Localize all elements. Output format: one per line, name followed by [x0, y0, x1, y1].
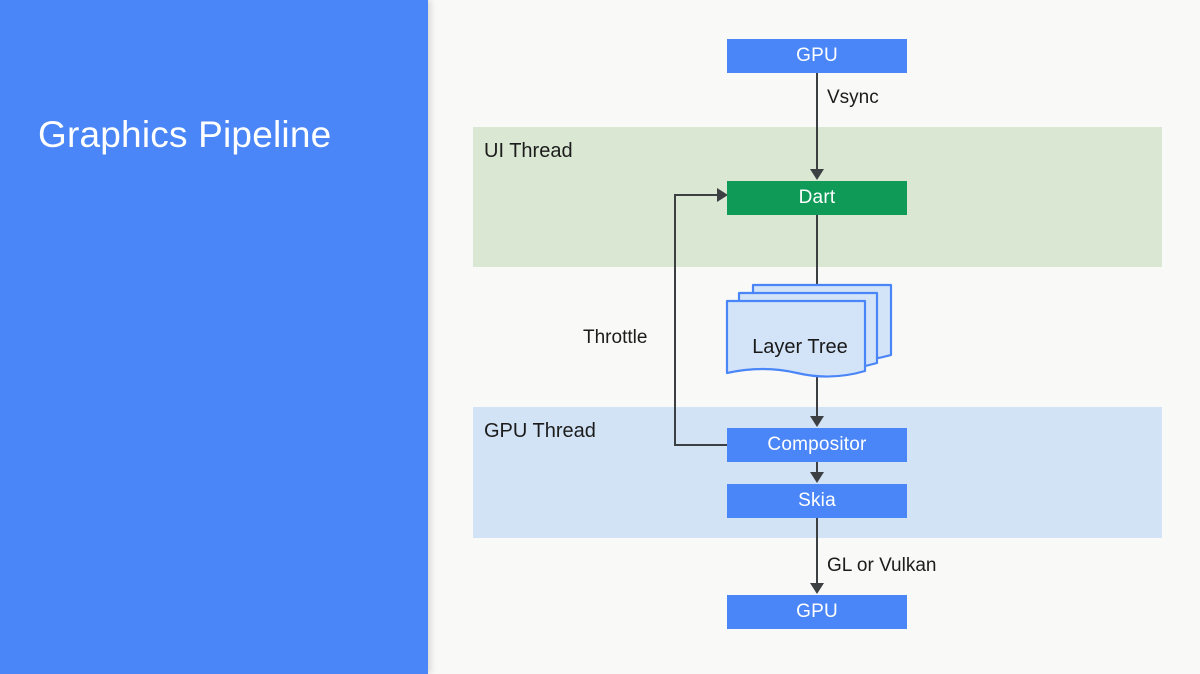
node-compositor-label: Compositor [767, 434, 867, 455]
layer-tree-sheets-icon [725, 283, 893, 378]
edge-throttle-vertical-segment [674, 194, 676, 446]
edge-gpu-to-dart-line [816, 73, 818, 170]
node-dart-label: Dart [798, 187, 836, 208]
edge-label-throttle: Throttle [583, 327, 648, 348]
edge-layertree-to-compositor-arrowhead [810, 416, 824, 427]
edge-throttle-arrowhead [717, 188, 728, 202]
edge-skia-to-gpu-line [816, 518, 818, 584]
edge-compositor-to-skia-arrowhead [810, 472, 824, 483]
node-layer-tree[interactable]: Layer Tree [725, 281, 895, 386]
node-skia-label: Skia [798, 490, 836, 511]
diagram-area: UI Thread GPU Thread Vsync GL or Vulkan … [429, 0, 1200, 674]
node-gpu-bottom-label: GPU [796, 601, 838, 622]
edge-layertree-to-compositor-line [816, 368, 818, 417]
node-skia[interactable]: Skia [727, 484, 907, 518]
swimlane-label-ui-thread: UI Thread [484, 140, 573, 162]
edge-label-gl-or-vulkan: GL or Vulkan [827, 555, 937, 576]
edge-throttle-top-segment [674, 194, 719, 196]
edge-label-vsync: Vsync [827, 87, 879, 108]
title-panel: Graphics Pipeline [0, 0, 428, 674]
edge-dart-to-layertree-line [816, 215, 818, 287]
node-dart[interactable]: Dart [727, 181, 907, 215]
edge-gpu-to-dart-arrowhead [810, 169, 824, 180]
edge-skia-to-gpu-arrowhead [810, 583, 824, 594]
page-title: Graphics Pipeline [38, 114, 332, 155]
node-gpu-bottom[interactable]: GPU [727, 595, 907, 629]
node-compositor[interactable]: Compositor [727, 428, 907, 462]
edge-compositor-to-skia-line [816, 462, 818, 474]
node-gpu-top-label: GPU [796, 45, 838, 66]
edge-throttle-bottom-segment [674, 444, 728, 446]
swimlane-label-gpu-thread: GPU Thread [484, 420, 596, 442]
node-gpu-top[interactable]: GPU [727, 39, 907, 73]
